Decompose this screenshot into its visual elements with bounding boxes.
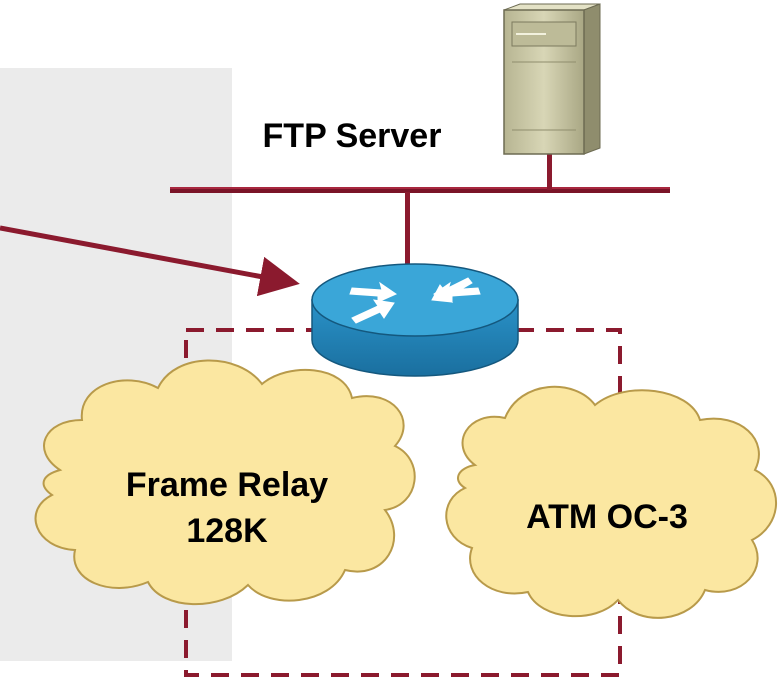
ftp-server-label: FTP Server (263, 117, 442, 155)
router-icon (311, 263, 519, 377)
frame-relay-cloud-icon (34, 359, 416, 606)
server-link (547, 150, 552, 190)
router-link (405, 192, 410, 270)
frame-relay-speed-label: 128K (186, 512, 268, 550)
server-tower-icon (503, 3, 601, 155)
atm-cloud-icon (445, 385, 778, 619)
frame-relay-label: Frame Relay (126, 466, 328, 504)
atm-label: ATM OC-3 (526, 498, 688, 536)
ethernet-segment (170, 187, 670, 193)
pointer-arrow (0, 225, 300, 297)
